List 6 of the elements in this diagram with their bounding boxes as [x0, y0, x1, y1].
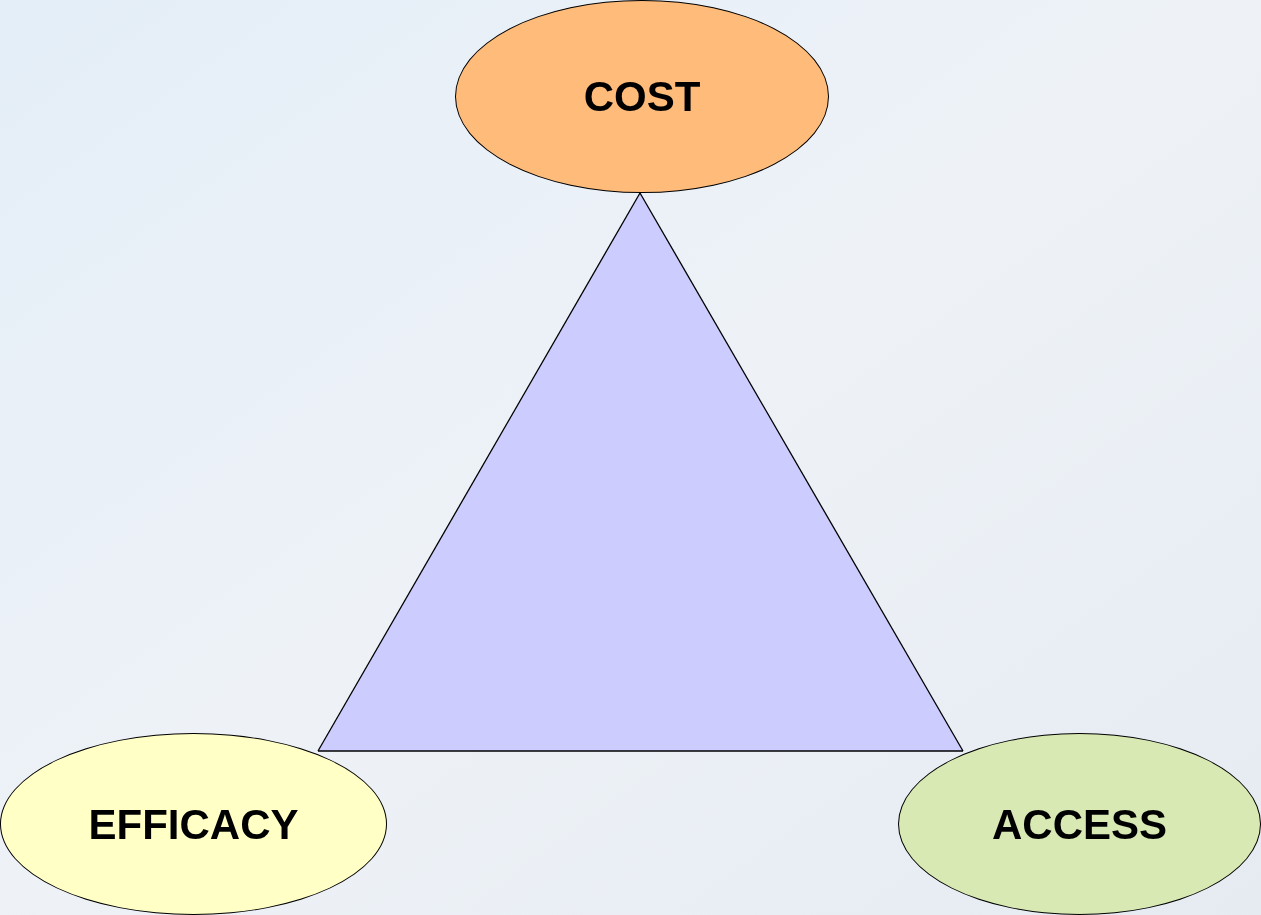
- triangle-side: [317, 192, 641, 752]
- triangle-side: [639, 192, 964, 752]
- node-label: ACCESS: [991, 799, 1167, 850]
- node-label: EFFICACY: [88, 799, 299, 850]
- triangle-side: [317, 750, 964, 752]
- node-label: COST: [583, 72, 701, 122]
